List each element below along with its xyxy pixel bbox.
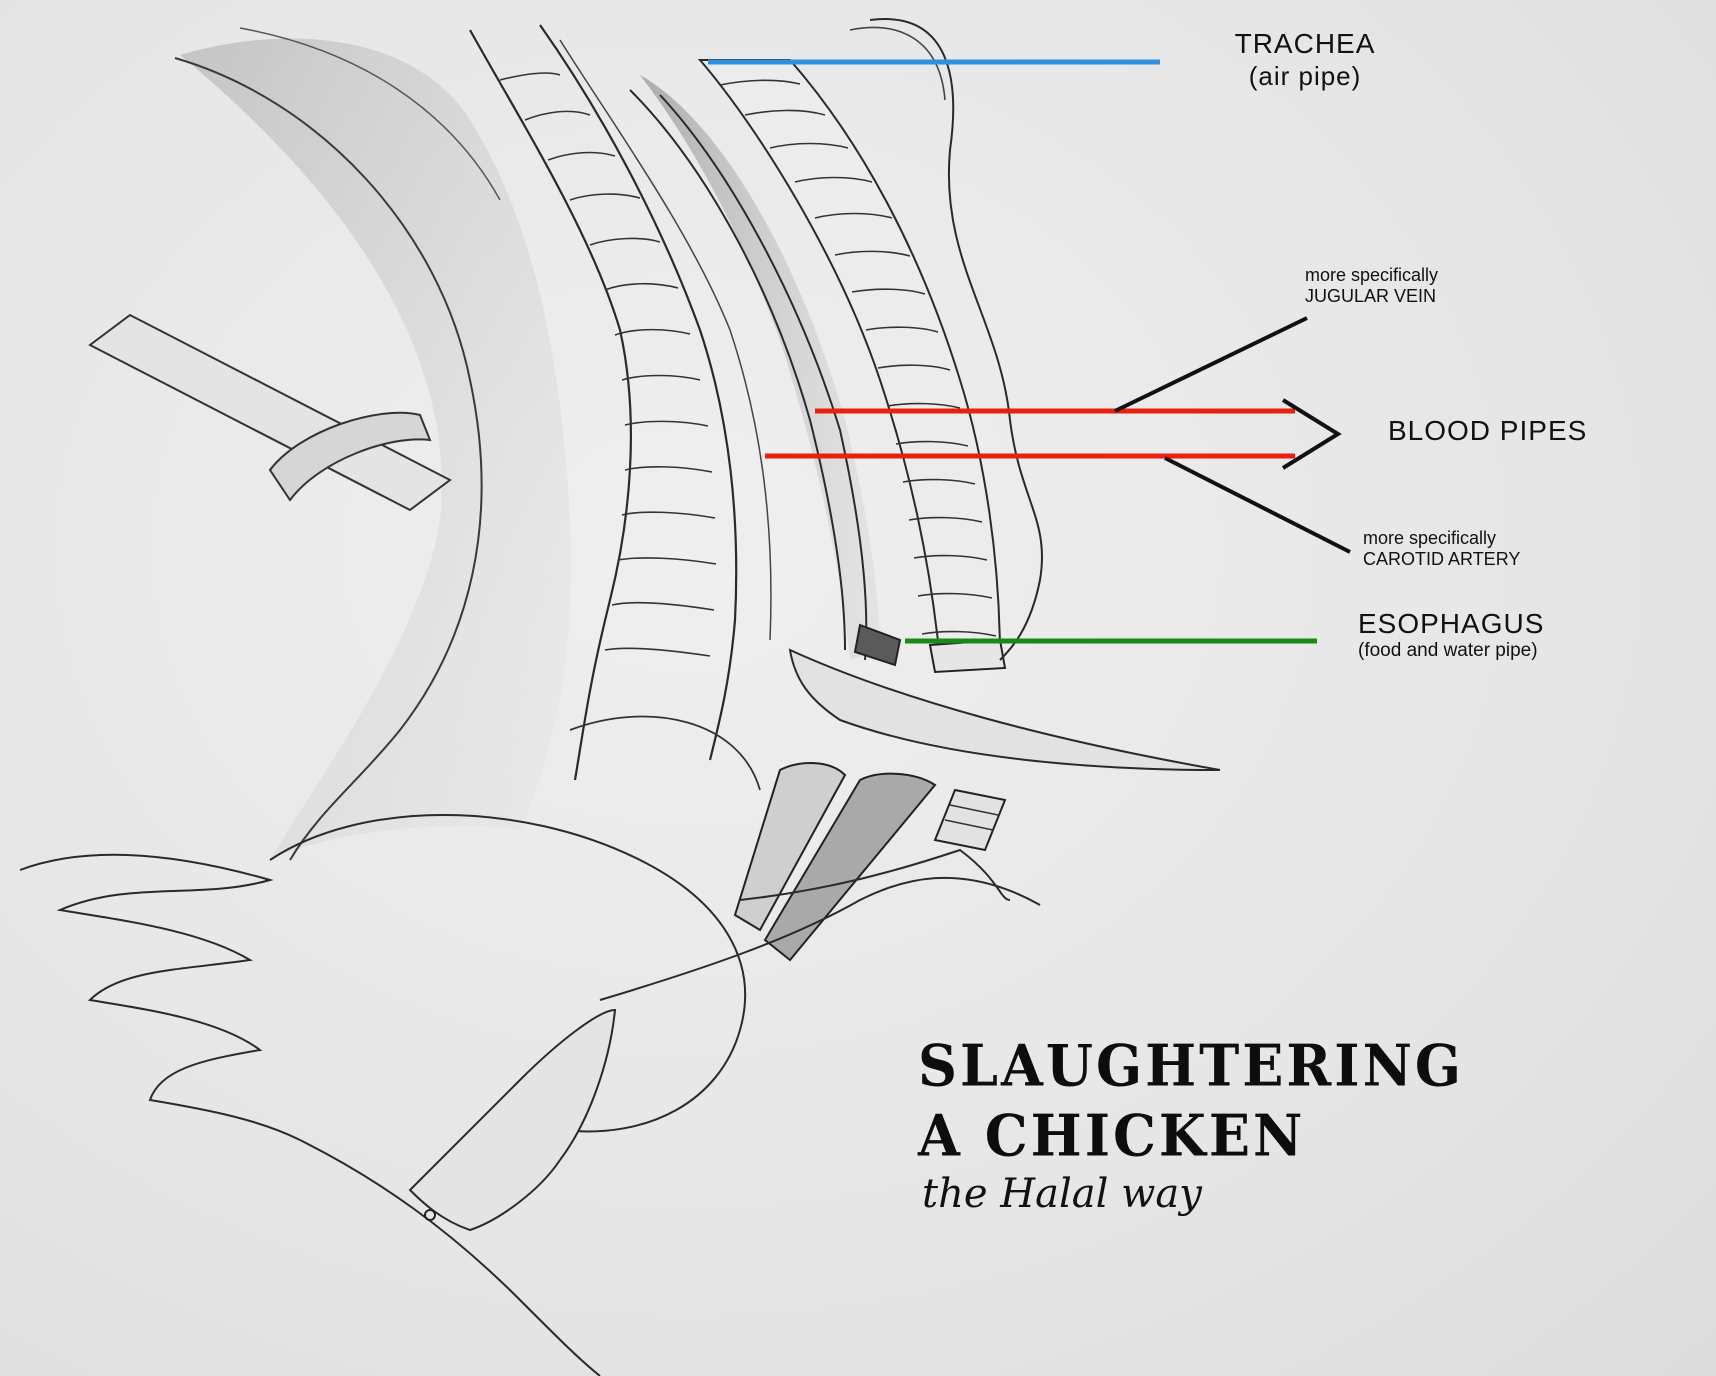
jugular-name: JUGULAR VEIN — [1305, 286, 1438, 307]
wing-feathers — [20, 855, 300, 1140]
subtitle: the Halal way — [922, 1172, 1202, 1216]
eye — [425, 1210, 435, 1220]
jugular-prefix: more specifically — [1305, 265, 1438, 286]
trachea-note: (air pipe) — [1205, 60, 1405, 92]
esophagus-note: (food and water pipe) — [1358, 640, 1544, 661]
jugular-label: more specifically JUGULAR VEIN — [1305, 265, 1438, 307]
esophagus-label: ESOPHAGUS (food and water pipe) — [1358, 608, 1544, 661]
esophagus-name: ESOPHAGUS — [1358, 608, 1544, 640]
title-line-2: A CHICKEN — [918, 1104, 1305, 1167]
carotid-leader-line — [1165, 458, 1350, 552]
jugular-leader-line — [1115, 318, 1307, 411]
carotid-prefix: more specifically — [1363, 528, 1520, 549]
chest-contour — [270, 815, 745, 1132]
beak — [410, 1010, 615, 1230]
blood-pipes-label: BLOOD PIPES — [1388, 415, 1587, 447]
trachea-name: TRACHEA — [1205, 28, 1405, 60]
cut-tube-ends — [855, 625, 900, 665]
title-line-1: SLAUGHTERING — [918, 1034, 1464, 1097]
trachea-label: TRACHEA (air pipe) — [1205, 28, 1405, 92]
carotid-name: CAROTID ARTERY — [1363, 549, 1520, 570]
carotid-label: more specifically CAROTID ARTERY — [1363, 528, 1520, 570]
